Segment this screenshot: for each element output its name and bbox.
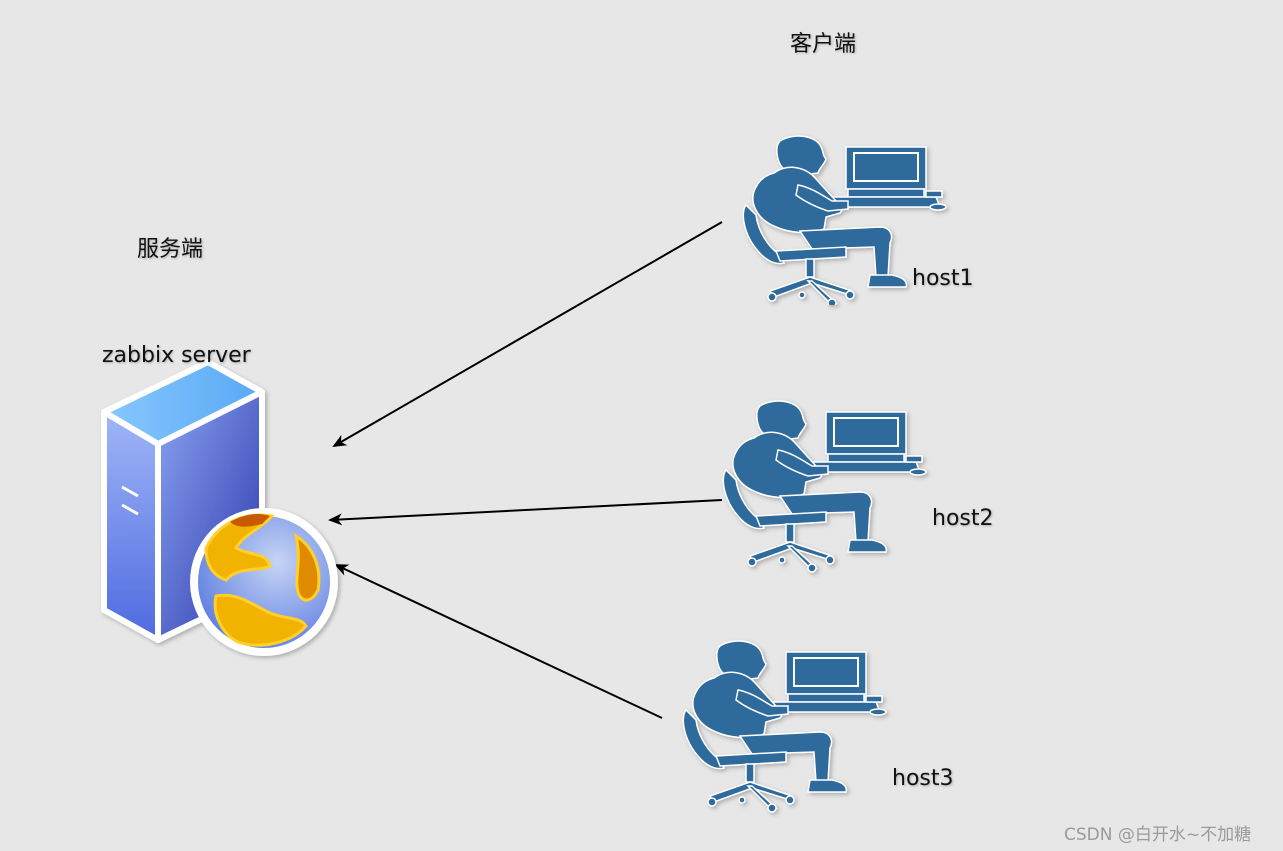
server-title: 服务端 — [137, 237, 204, 262]
person-at-computer-icon-host3 — [682, 640, 888, 814]
server-label: zabbix server — [102, 343, 251, 368]
arrow-host2-to-server — [328, 499, 723, 526]
arrow-host1-to-server — [332, 221, 723, 447]
watermark: CSDN @白开水~不加糖 — [1064, 825, 1252, 845]
host3-label: host3 — [892, 766, 954, 791]
client-title: 客户端 — [790, 32, 857, 57]
arrow-host3-to-server — [334, 564, 663, 719]
host2-label: host2 — [932, 506, 994, 531]
person-at-computer-icon-host2 — [722, 400, 928, 574]
server-globe-icon — [101, 359, 338, 656]
host1-label: host1 — [912, 266, 974, 291]
